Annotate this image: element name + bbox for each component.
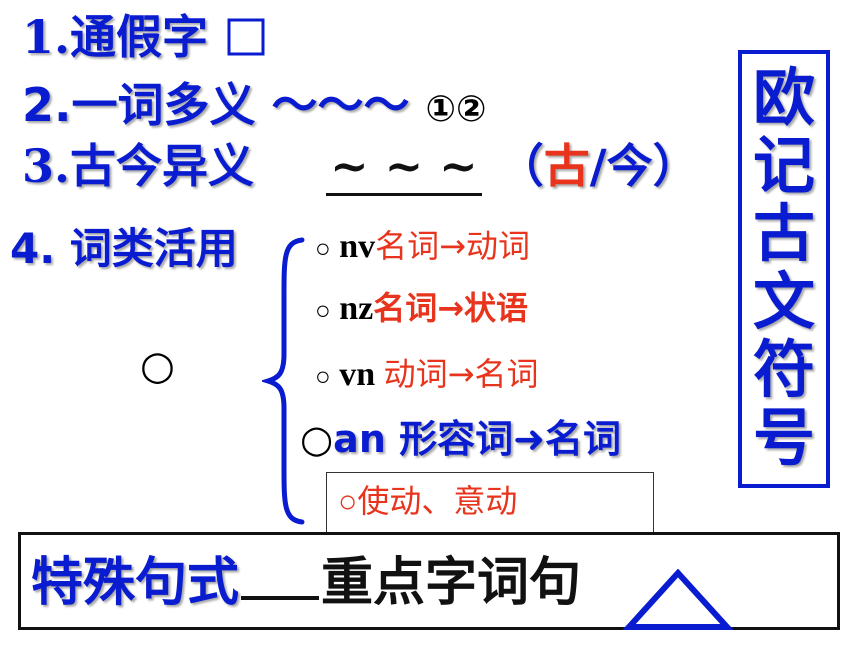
circle-symbol-icon: ○ — [140, 343, 175, 389]
conversion-code: vn — [339, 356, 376, 393]
triangle-symbol-icon — [623, 569, 733, 630]
causative-item: ○使动、意动 — [338, 483, 518, 519]
item-cileihuoyong-label: 4. 词类活用 — [10, 224, 238, 273]
side-title: 欧记古文符号 — [752, 61, 815, 474]
conversion-text: 名词→状语 — [373, 289, 529, 327]
circled-number-marks: ①② — [425, 89, 487, 130]
conversion-code: nv — [339, 228, 376, 265]
bottom-box: 特殊句式 重点字词句 — [18, 532, 840, 630]
conversion-vn: ○ vn 动词→名词 — [315, 358, 538, 392]
conversion-an: ○an 形容词➜名词 — [300, 420, 621, 458]
circle-marker: ○ — [315, 296, 331, 325]
item-tongjiazi: 1.通假字 — [22, 14, 266, 60]
conversion-nz: ○ nz名词→状语 — [315, 292, 528, 326]
paren-open: （ — [497, 139, 544, 193]
wave-symbol: ～～～ — [271, 78, 410, 132]
square-symbol-icon — [227, 18, 265, 56]
paren-close: ） — [652, 139, 699, 193]
gu-word: 古 — [543, 139, 590, 193]
causative-box — [326, 472, 654, 533]
bottom-title: 特殊句式重点字词句 — [31, 557, 581, 609]
key-words-label: 重点字词句 — [321, 553, 582, 613]
item-cileihuoyong: 4. 词类活用 — [10, 228, 238, 270]
conversion-text: 形容词➜名词 — [399, 417, 621, 461]
circle-marker: ○ — [315, 362, 331, 391]
conversion-text: 动词→名词 — [383, 355, 539, 393]
conversion-text: 名词→动词 — [375, 227, 530, 265]
circle-marker: ○ — [300, 417, 334, 461]
special-sentence-label: 特殊句式 — [31, 553, 240, 613]
circle-marker: ○ — [315, 234, 331, 263]
item-yiciduoyi-label: 2.一词多义 — [22, 78, 256, 132]
tilde-symbol: ~ ~ ~ — [326, 139, 482, 196]
conversion-code: nz — [339, 290, 374, 327]
curly-brace-icon — [262, 237, 305, 525]
jin-word: 今 — [606, 139, 653, 193]
item-gujinyiyi-label: 3.古今异义 — [22, 139, 255, 193]
underline-symbol — [241, 596, 320, 600]
conversion-code: an — [333, 417, 386, 461]
item-gujinyiyi: 3.古今异义 ~ ~ ~ （古/今） — [22, 139, 699, 196]
conversion-nv: ○ nv名词→动词 — [315, 230, 530, 264]
slash: / — [589, 139, 607, 193]
item-yiciduoyi: 2.一词多义 ～～～ ①② — [22, 82, 486, 128]
item-tongjiazi-label: 1.通假字 — [22, 10, 209, 64]
side-title-box: 欧记古文符号 — [738, 50, 830, 488]
